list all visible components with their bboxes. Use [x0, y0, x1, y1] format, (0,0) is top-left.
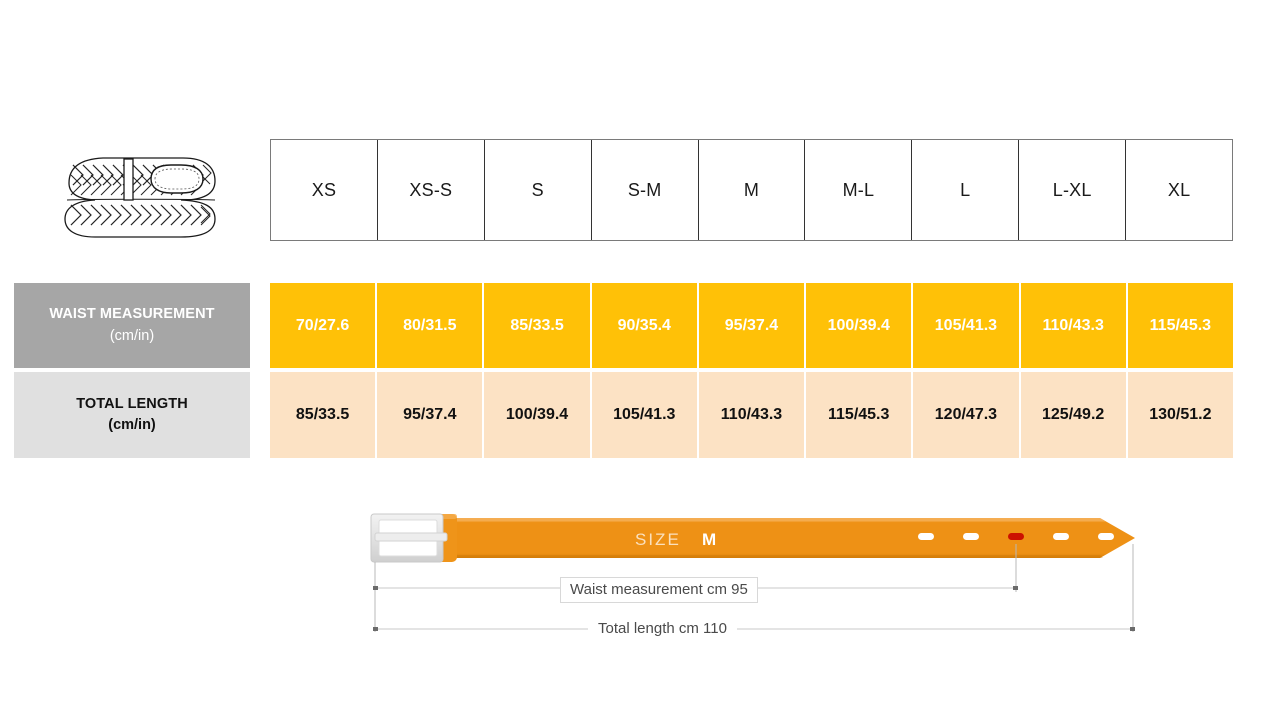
total-length-value-cell: 130/51.2 — [1149, 406, 1212, 423]
row-label-title: TOTAL LENGTH — [76, 395, 188, 412]
total-length-value-cell: 120/47.3 — [913, 372, 1021, 458]
waist-value-cell: 115/45.3 — [1149, 316, 1212, 334]
size-header-table: XS XS-S S S-M M M-L L L-XL XL — [270, 139, 1233, 241]
total-length-value-cell: 100/39.4 — [484, 372, 592, 458]
size-header-cell: S-M — [592, 140, 699, 240]
waist-value-cell: 95/37.4 — [699, 283, 807, 368]
size-header-cell: M — [699, 140, 806, 240]
belt-hole — [918, 533, 934, 540]
waist-value-cell: 90/35.4 — [592, 283, 699, 368]
size-header-cell: XS-S — [378, 140, 485, 240]
total-length-value-cell: 110/43.3 — [699, 372, 807, 458]
waist-measurement-row-label: WAIST MEASUREMENT (cm/in) — [14, 283, 250, 368]
waist-value-cell: 100/39.4 — [806, 283, 914, 368]
row-label-units: (cm/in) — [108, 417, 156, 433]
size-header-cell: XL — [1167, 179, 1191, 200]
waist-value-cell: 70/27.6 — [270, 283, 378, 368]
belt-hole — [963, 533, 979, 540]
size-header-cell: L-XL — [1019, 140, 1127, 240]
waist-value-cell: 85/33.5 — [484, 283, 592, 368]
total-length-dimension-label: Total length cm 110 — [588, 618, 737, 639]
belt-hole — [1098, 533, 1114, 540]
total-length-row-label: TOTAL LENGTH (cm/in) — [14, 372, 250, 458]
waist-measurement-row: 70/27.6 80/31.5 85/33.5 90/35.4 95/37.4 … — [270, 283, 1233, 368]
size-header-cell: S — [485, 140, 592, 240]
belt-buckle — [370, 513, 448, 563]
braided-belt-illustration — [55, 145, 223, 241]
total-length-value-cell: 85/33.5 — [270, 372, 378, 458]
total-length-row: 85/33.5 95/37.4 100/39.4 105/41.3 110/43… — [270, 372, 1233, 458]
waist-value-cell: 110/43.3 — [1021, 283, 1128, 368]
total-length-value-cell: 125/49.2 — [1021, 372, 1128, 458]
total-length-dimension-line — [373, 627, 1135, 631]
belt-hole-highlighted — [1008, 533, 1024, 540]
total-length-value-cell: 105/41.3 — [592, 372, 699, 458]
size-header-cell: M-L — [805, 140, 913, 240]
belt-hole — [1053, 533, 1069, 540]
belt-strap — [437, 518, 1135, 558]
dimension-extension-lines — [374, 544, 1134, 632]
belt-measurement-diagram — [355, 500, 1155, 650]
waist-dimension-label: Waist measurement cm 95 — [560, 577, 758, 603]
size-header-cell: XS — [271, 140, 378, 240]
row-label-units: (cm/in) — [109, 327, 155, 344]
waist-value-cell: 105/41.3 — [913, 283, 1021, 368]
total-length-value-cell: 115/45.3 — [806, 372, 914, 458]
total-length-value-cell: 95/37.4 — [377, 372, 485, 458]
waist-value-cell: 80/31.5 — [377, 283, 485, 368]
row-label-title: WAIST MEASUREMENT — [49, 306, 215, 323]
size-header-cell: L — [912, 140, 1020, 240]
belt-holes — [918, 533, 1114, 540]
